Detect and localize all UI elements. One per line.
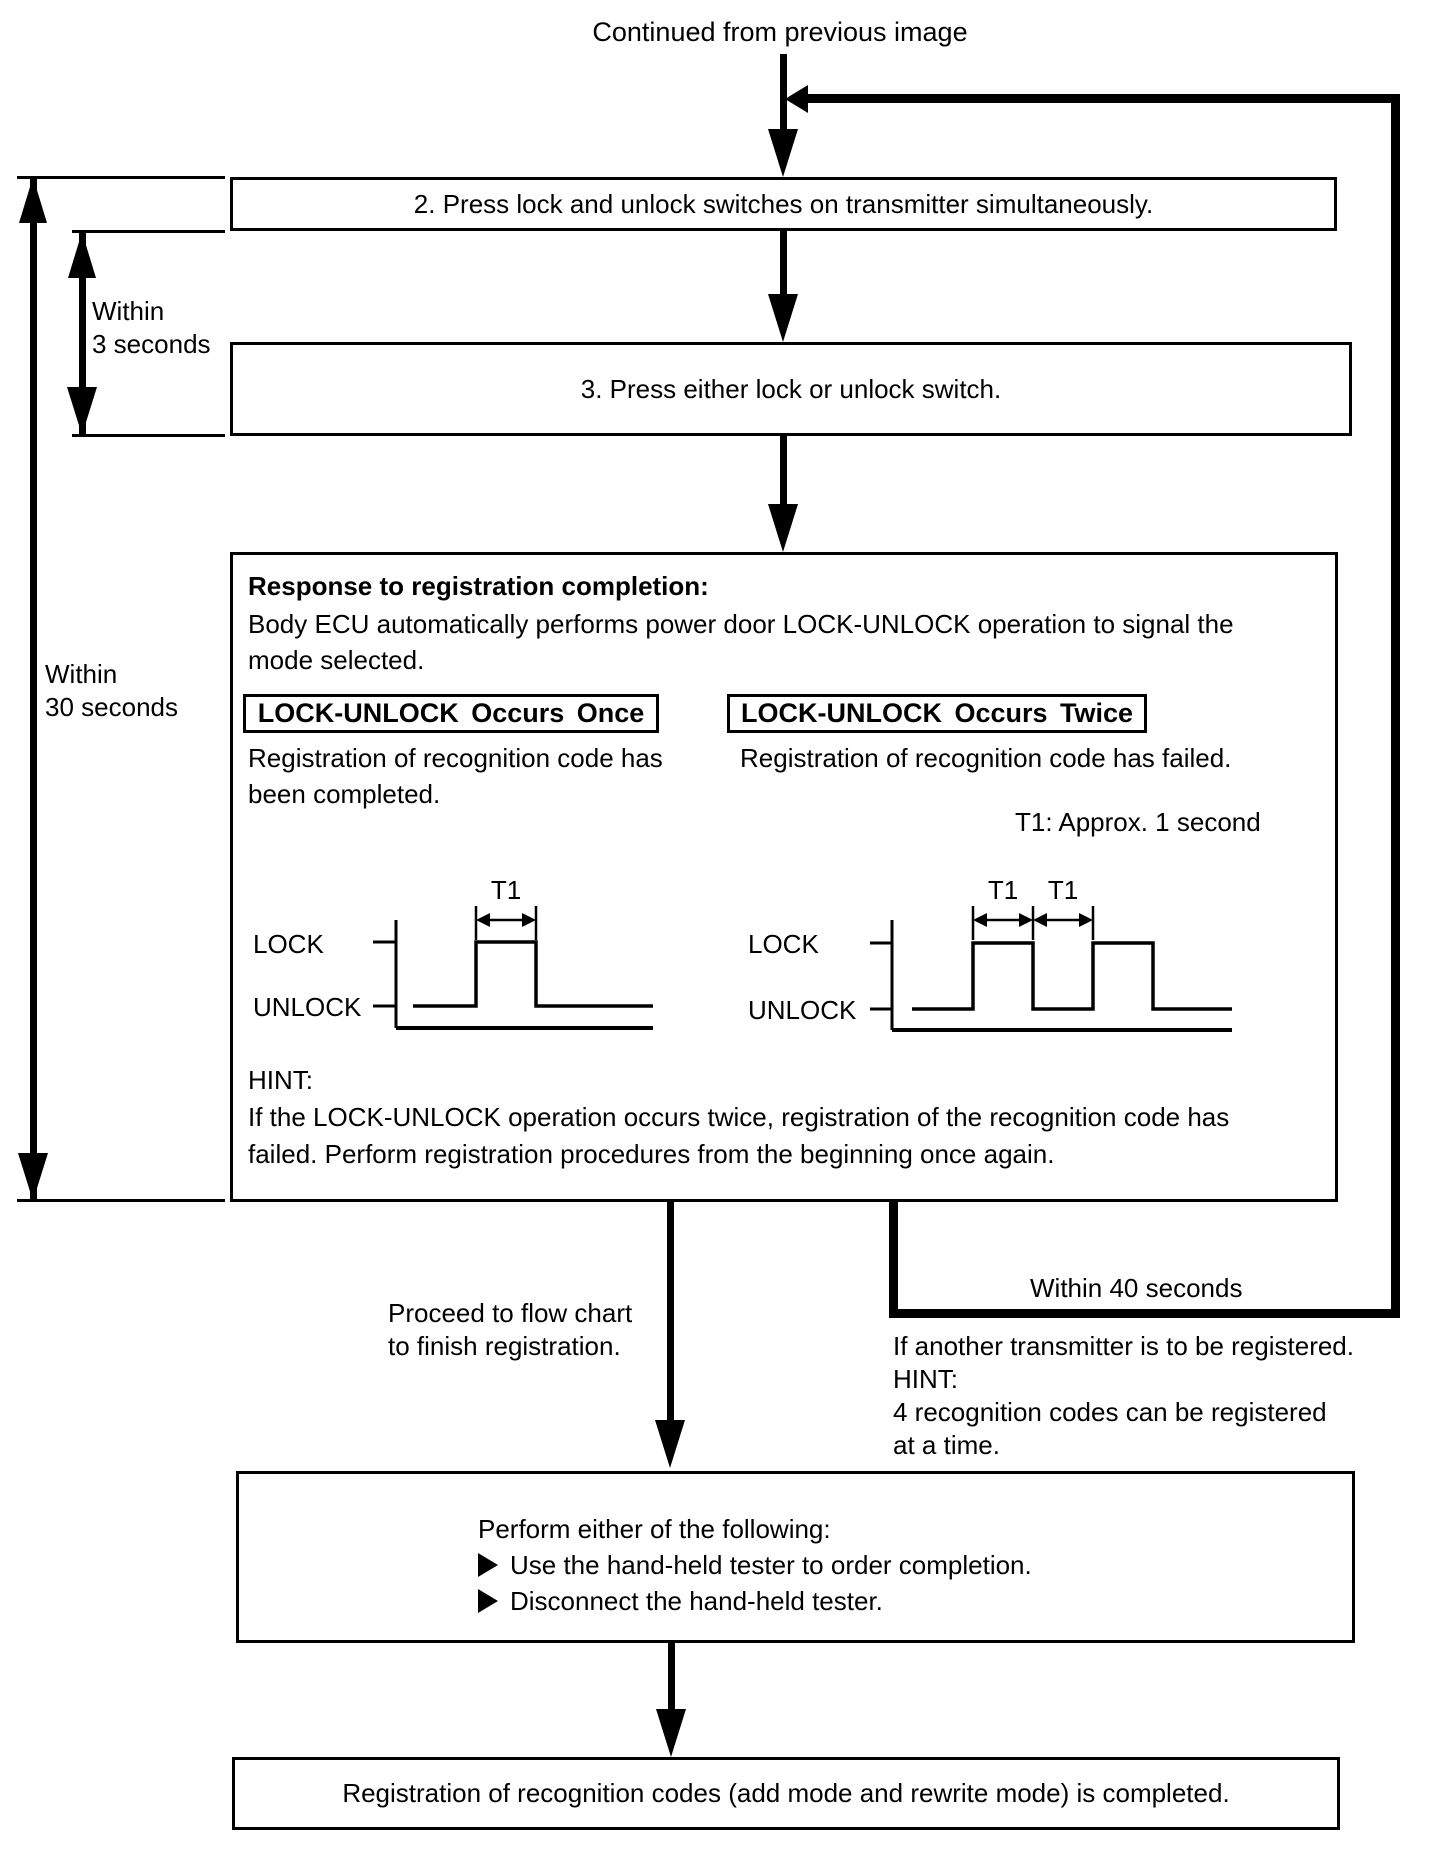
- occurs-once-box: LOCK-UNLOCK Occurs Once: [243, 694, 659, 733]
- waveform-once-arrowheads: [476, 913, 536, 927]
- within3s-bracket-line: [79, 232, 86, 435]
- perform-item1: Use the hand-held tester to order comple…: [510, 1550, 1032, 1580]
- response-title: Response to registration completion:: [248, 571, 709, 601]
- step3-response-connector: [780, 436, 787, 504]
- perform-completed-connector: [668, 1643, 675, 1711]
- another-transmitter-line2: 4 recognition codes can be registered: [893, 1397, 1327, 1427]
- another-transmitter-line3: at a time.: [893, 1430, 1000, 1460]
- loop-right-line: [1391, 94, 1400, 1318]
- within30s-bracket-line: [30, 177, 37, 1201]
- loop-arrowhead-left-icon: [785, 85, 808, 113]
- response-hint-line2: failed. Perform registration procedures …: [248, 1139, 1055, 1169]
- unlock-label-left: UNLOCK: [253, 992, 362, 1022]
- waveform-once-shapes: [373, 906, 653, 1030]
- lock-label-right: LOCK: [748, 929, 819, 959]
- step2-text: 2. Press lock and unlock switches on tra…: [413, 188, 1154, 219]
- proceed-label-line1: Proceed to flow chart: [388, 1298, 633, 1328]
- step3-text: 3. Press either lock or unlock switch.: [580, 373, 1002, 404]
- t1-label-left: T1: [490, 875, 522, 905]
- completed-text: Registration of recognition codes (add m…: [342, 1778, 1230, 1808]
- occurs-twice-box: LOCK-UNLOCK Occurs Twice: [727, 694, 1147, 733]
- occurs-once-desc-line2: been completed.: [248, 779, 441, 809]
- occurs-once-label: LOCK-UNLOCK Occurs Once: [257, 698, 645, 728]
- within40s-label: Within 40 seconds: [1030, 1273, 1243, 1303]
- response-box: [230, 552, 1338, 1202]
- t1-label-right-b: T1: [1047, 875, 1079, 905]
- within30s-arrowhead-up-icon: [19, 177, 47, 223]
- loop-branch-line: [889, 1202, 898, 1318]
- proceed-label: Proceed to flow chart to finish registra…: [388, 1297, 632, 1363]
- unlock-label-right: UNLOCK: [748, 995, 857, 1025]
- completed-box: Registration of recognition codes (add m…: [232, 1757, 1340, 1830]
- within30s-label-line1: Within: [45, 659, 118, 689]
- within3s-arrowhead-up-icon: [68, 232, 96, 278]
- within3s-label-line1: Within: [92, 296, 165, 326]
- step3-response-arrowhead-icon: [768, 504, 798, 552]
- within3s-arrowhead-down-icon: [67, 387, 97, 435]
- step2-step3-connector: [780, 231, 787, 296]
- within3s-tick-top: [72, 230, 225, 233]
- bullet-triangle-icon: [478, 1589, 498, 1613]
- waveform-twice-diagram: [870, 906, 1232, 1032]
- perform-title: Perform either of the following:: [478, 1514, 831, 1544]
- occurs-twice-label: LOCK-UNLOCK Occurs Twice: [740, 698, 1134, 728]
- perform-completed-arrowhead-icon: [656, 1709, 686, 1757]
- entry-connector-line: [780, 54, 787, 132]
- within3s-tick-bottom: [72, 434, 225, 437]
- response-body-line1: Body ECU automatically performs power do…: [248, 609, 1234, 639]
- entry-arrowhead-down-icon: [768, 129, 798, 177]
- waveform-twice-shapes: [870, 906, 1232, 1032]
- response-hint-line1: If the LOCK-UNLOCK operation occurs twic…: [248, 1102, 1230, 1132]
- response-perform-connector: [667, 1202, 674, 1422]
- response-hint-title: HINT:: [248, 1065, 313, 1095]
- perform-box: [236, 1471, 1355, 1643]
- bullet-triangle-icon: [478, 1553, 498, 1577]
- loop-top-line: [803, 94, 1400, 103]
- waveform-once-diagram: [373, 906, 653, 1030]
- another-transmitter-note: If another transmitter is to be register…: [893, 1330, 1354, 1462]
- another-transmitter-hint-title: HINT:: [893, 1364, 958, 1394]
- occurs-once-desc-line1: Registration of recognition code has: [248, 743, 663, 773]
- occurs-twice-desc: Registration of recognition code has fai…: [740, 743, 1232, 773]
- step2-step3-arrowhead-icon: [768, 294, 798, 342]
- loop-bottom-line: [889, 1309, 1400, 1318]
- t1-note: T1: Approx. 1 second: [1015, 807, 1261, 837]
- continued-from-label: Continued from previous image: [592, 17, 968, 47]
- within30s-arrowhead-down-icon: [18, 1153, 48, 1201]
- response-body-line2: mode selected.: [248, 645, 425, 675]
- within3s-label: Within 3 seconds: [92, 295, 211, 361]
- within30s-tick-top: [17, 176, 225, 179]
- t1-label-right-a: T1: [987, 875, 1019, 905]
- within3s-label-line2: 3 seconds: [92, 329, 211, 359]
- perform-item2: Disconnect the hand-held tester.: [510, 1586, 883, 1616]
- within30s-tick-bottom: [17, 1199, 225, 1202]
- proceed-label-line2: to finish registration.: [388, 1331, 621, 1361]
- within30s-label: Within 30 seconds: [45, 658, 178, 724]
- step3-box: 3. Press either lock or unlock switch.: [230, 342, 1352, 436]
- within30s-label-line2: 30 seconds: [45, 692, 178, 722]
- step2-box: 2. Press lock and unlock switches on tra…: [230, 177, 1337, 231]
- waveform-twice-arrowheads: [973, 913, 1093, 927]
- lock-label-left: LOCK: [253, 929, 324, 959]
- response-perform-arrowhead-icon: [655, 1420, 685, 1468]
- another-transmitter-line1: If another transmitter is to be register…: [893, 1331, 1354, 1361]
